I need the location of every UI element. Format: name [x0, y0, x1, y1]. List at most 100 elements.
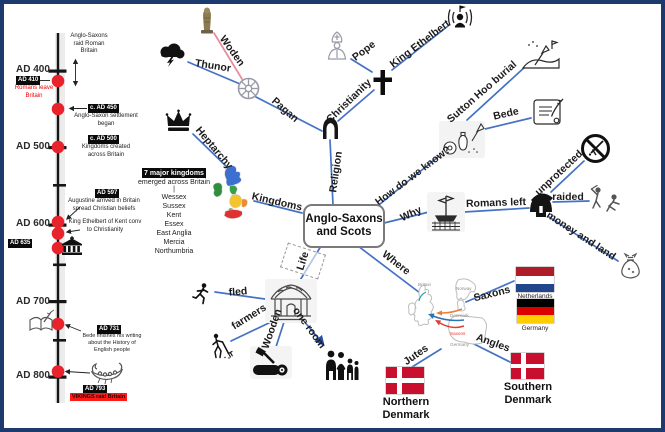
bede-scroll-icon — [530, 97, 564, 129]
note-raid: Anglo-Saxons raid Roman Britain — [70, 33, 108, 55]
cross-icon — [371, 68, 394, 97]
kingdoms-note-subheading: emerged across Britain — [138, 179, 210, 186]
kingdom-item: Essex — [164, 221, 184, 228]
kingdom-item: Wessex — [161, 194, 187, 201]
note-450: Anglo-Saxon settlement began — [74, 113, 138, 127]
map-label-saxons: Saxons — [450, 331, 466, 336]
kingdom-item: East Anglia — [156, 230, 192, 237]
netherlands-flag-label: Netherlands — [517, 293, 553, 300]
line-fled — [214, 291, 266, 300]
map-label-denmark: Denmark — [450, 313, 469, 318]
note-597: Augustine arrived in Britain spread Chri… — [68, 198, 140, 212]
line-religion — [329, 139, 334, 206]
center-topic-node: Anglo-Saxons and Scots — [303, 204, 385, 248]
date-chip-597: AD 597 — [95, 189, 120, 198]
viking-ship-icon — [90, 360, 124, 385]
germany-flag — [517, 299, 554, 323]
farmer-icon — [209, 332, 234, 359]
britain-kingdoms-map-icon — [211, 163, 255, 231]
line-unprotected — [550, 160, 585, 193]
line-raided — [552, 200, 590, 203]
line-saxons — [465, 280, 515, 303]
axe-and-log-icon — [250, 346, 292, 379]
timeline-year-400: AD 400 — [16, 64, 50, 75]
woden-statue-icon — [197, 6, 217, 34]
line-bede — [484, 117, 532, 130]
crown-icon — [164, 109, 193, 134]
wooden-house-icon — [265, 279, 317, 323]
fleeing-person-icon — [191, 282, 212, 305]
kingdoms-note: 7 major kingdoms emerged across Britain … — [131, 168, 217, 256]
southern-denmark-flag — [511, 353, 544, 379]
line-jutes — [411, 348, 442, 368]
pope-icon — [324, 31, 350, 60]
no-weapons-icon — [579, 132, 612, 165]
timeline-year-700: AD 700 — [16, 296, 50, 307]
timeline-year-600: AD 600 — [16, 218, 50, 229]
timeline-event-dots — [51, 74, 65, 378]
timeline-year-800: AD 800 — [16, 370, 50, 381]
note-600: King Ethelbert of Kent conv to Christian… — [68, 219, 142, 233]
note-410: Romans leave Britain — [14, 85, 54, 99]
date-chip-450: c. AD 450 — [88, 104, 119, 113]
line-romans-left — [463, 207, 530, 213]
line-farmers — [230, 321, 272, 342]
timeline-year-500: AD 500 — [16, 141, 50, 152]
line-sutton — [466, 65, 527, 121]
family-icon — [321, 349, 359, 382]
line-king-ethelbert — [391, 25, 449, 71]
line-money — [548, 216, 619, 262]
date-chip-793: AD 793 — [83, 385, 108, 394]
northern-denmark-label: Northern Denmark — [382, 396, 430, 421]
kingdom-item: Northumbria — [154, 248, 194, 255]
pagan-wheel-icon — [236, 76, 261, 101]
southern-denmark-label: Southern Denmark — [503, 381, 553, 406]
king-ethelbert-influence-icon — [446, 4, 474, 31]
map-label-britain: Britain — [418, 282, 431, 287]
line-pope — [350, 58, 373, 73]
line-heptarchy — [192, 133, 231, 171]
note-731: Bede finishes his writing about the Hist… — [82, 333, 142, 353]
date-chip-410: AD 410 — [16, 76, 41, 85]
kingdoms-note-heading: 7 major kingdoms — [142, 168, 206, 178]
religion-arch-icon — [320, 116, 341, 139]
branch-lines — [187, 25, 619, 368]
center-topic-line1: Anglo-Saxons — [305, 212, 383, 225]
archaeology-icon — [439, 121, 485, 158]
roman-helmet-icon — [527, 189, 555, 221]
label-raided: raided — [552, 191, 584, 203]
map-label-norway: Norway — [456, 286, 472, 291]
kingdom-item: Sussex — [162, 203, 186, 210]
line-wooden — [274, 321, 285, 351]
line-pagan — [255, 96, 323, 132]
money-bag-icon — [617, 251, 644, 282]
line-thunor — [187, 61, 241, 85]
kingdoms-note-divider: | — [173, 186, 175, 193]
center-topic-line2: and Scots — [316, 226, 372, 238]
why-boat-icon — [427, 192, 465, 232]
map-label-germany: Germany — [450, 342, 470, 347]
line-woden — [213, 32, 243, 80]
date-chip-635: AD 635 — [8, 239, 33, 248]
note-793: VIKINGS raid Britain — [70, 393, 128, 401]
date-chip-731: AD 731 — [97, 325, 122, 334]
note-500: Kingdoms created across Britain — [81, 144, 131, 158]
line-why — [383, 211, 430, 224]
line-christianity — [337, 89, 375, 122]
raid-fight-icon — [588, 184, 624, 217]
kingdom-item: Mercia — [163, 239, 185, 246]
label-romans-left: Romans left — [465, 195, 527, 211]
thunder-cloud-icon — [157, 42, 187, 68]
sutton-dig-icon — [521, 37, 561, 71]
timeline-annotation-arrows — [37, 58, 91, 375]
bede-writing-icon — [27, 308, 55, 336]
netherlands-flag — [516, 267, 554, 292]
migration-map-icon: Britain Norway Denmark Germany Saxons — [406, 276, 496, 358]
label-fled: fled — [228, 285, 248, 299]
date-chip-500: c. AD 500 — [88, 135, 119, 144]
germany-flag-label: Germany — [521, 325, 549, 332]
church-icon — [60, 236, 84, 256]
label-life: Life — [294, 250, 312, 272]
